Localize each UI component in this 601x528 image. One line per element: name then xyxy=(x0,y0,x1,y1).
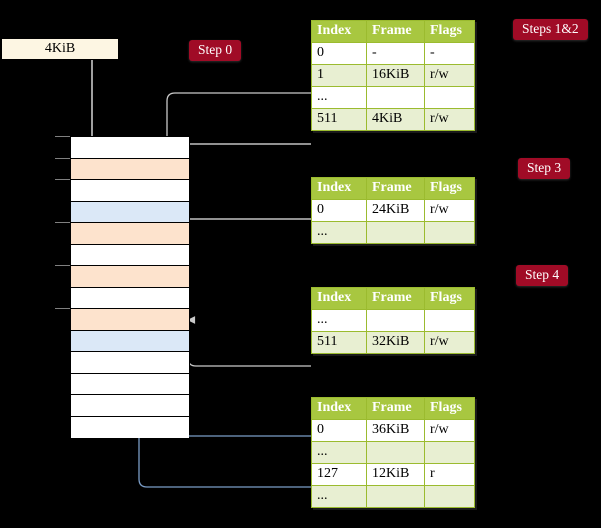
cell-flags: - xyxy=(424,42,475,65)
column-header-flags: Flags xyxy=(424,20,475,43)
memory-row-tick xyxy=(55,265,70,266)
cell-frame: - xyxy=(366,42,425,65)
cell-flags: r/w xyxy=(424,331,475,354)
column-header-index: Index xyxy=(311,287,367,310)
column-header-index: Index xyxy=(311,177,367,200)
cell-frame xyxy=(366,221,425,244)
memory-frame-row xyxy=(71,137,189,159)
page-box-label: 4KiB xyxy=(44,41,76,56)
cell-flags xyxy=(424,86,475,109)
memory-frame-row xyxy=(71,158,189,180)
cell-index: 0 xyxy=(311,199,367,222)
badge-steps-1-2: Steps 1&2 xyxy=(513,19,588,40)
cell-frame: 24KiB xyxy=(366,199,425,222)
memory-row-tick xyxy=(55,222,70,223)
memory-frame-row xyxy=(71,223,189,245)
memory-row-tick xyxy=(55,157,70,159)
cell-frame xyxy=(366,441,425,464)
cell-index: 511 xyxy=(311,108,367,131)
memory-row-tick xyxy=(55,308,70,309)
memory-frame-row xyxy=(71,244,189,266)
cell-flags: r/w xyxy=(424,108,475,131)
cell-frame: 4KiB xyxy=(366,108,425,131)
cell-index: ... xyxy=(311,441,367,464)
memory-frame-row xyxy=(71,330,189,352)
page-box-4kib: 4KiB xyxy=(1,38,119,60)
cell-frame: 36KiB xyxy=(366,419,425,442)
table-row: ... xyxy=(311,485,475,508)
column-header-flags: Flags xyxy=(424,397,475,420)
memory-frame-row xyxy=(71,180,189,202)
cell-frame: 32KiB xyxy=(366,331,425,354)
column-header-frame: Frame xyxy=(366,287,425,310)
memory-row-tick xyxy=(55,136,70,137)
cell-frame: 12KiB xyxy=(366,463,425,486)
cell-frame: 16KiB xyxy=(366,64,425,87)
table-row: ... xyxy=(311,309,475,332)
table-row: 0-- xyxy=(311,42,475,65)
table-row: ... xyxy=(311,86,475,109)
cell-flags xyxy=(424,441,475,464)
column-header-frame: Frame xyxy=(366,177,425,200)
column-header-frame: Frame xyxy=(366,397,425,420)
cell-flags: r xyxy=(424,463,475,486)
cell-flags: r/w xyxy=(424,64,475,87)
memory-frame-row xyxy=(71,287,189,309)
cell-index: 1 xyxy=(311,64,367,87)
badge-step-3: Step 3 xyxy=(518,158,571,179)
cell-index: 0 xyxy=(311,42,367,65)
cell-flags xyxy=(424,485,475,508)
table-row: ... xyxy=(311,221,475,244)
cell-index: 511 xyxy=(311,331,367,354)
cell-index: 0 xyxy=(311,419,367,442)
table-row: ... xyxy=(311,441,475,464)
memory-frame-row xyxy=(71,309,189,331)
memory-row-tick xyxy=(55,179,70,180)
cell-index: ... xyxy=(311,309,367,332)
memory-frame-row xyxy=(71,416,189,438)
column-header-flags: Flags xyxy=(424,287,475,310)
memory-frame-row xyxy=(71,352,189,374)
cell-frame xyxy=(366,309,425,332)
column-header-flags: Flags xyxy=(424,177,475,200)
column-header-index: Index xyxy=(311,20,367,43)
badge-step-4: Step 4 xyxy=(516,265,569,286)
cell-flags xyxy=(424,309,475,332)
physical-memory-frames xyxy=(70,136,190,438)
memory-frame-row xyxy=(71,395,189,417)
memory-frame-row xyxy=(71,373,189,395)
memory-frame-row xyxy=(71,201,189,223)
cell-index: ... xyxy=(311,485,367,508)
cell-index: ... xyxy=(311,221,367,244)
badge-step-0: Step 0 xyxy=(189,40,242,61)
cell-flags: r/w xyxy=(424,419,475,442)
cell-index: ... xyxy=(311,86,367,109)
memory-frame-row xyxy=(71,266,189,288)
cell-frame xyxy=(366,485,425,508)
column-header-index: Index xyxy=(311,397,367,420)
column-header-frame: Frame xyxy=(366,20,425,43)
cell-index: 127 xyxy=(311,463,367,486)
cell-flags: r/w xyxy=(424,199,475,222)
cell-flags xyxy=(424,221,475,244)
cell-frame xyxy=(366,86,425,109)
